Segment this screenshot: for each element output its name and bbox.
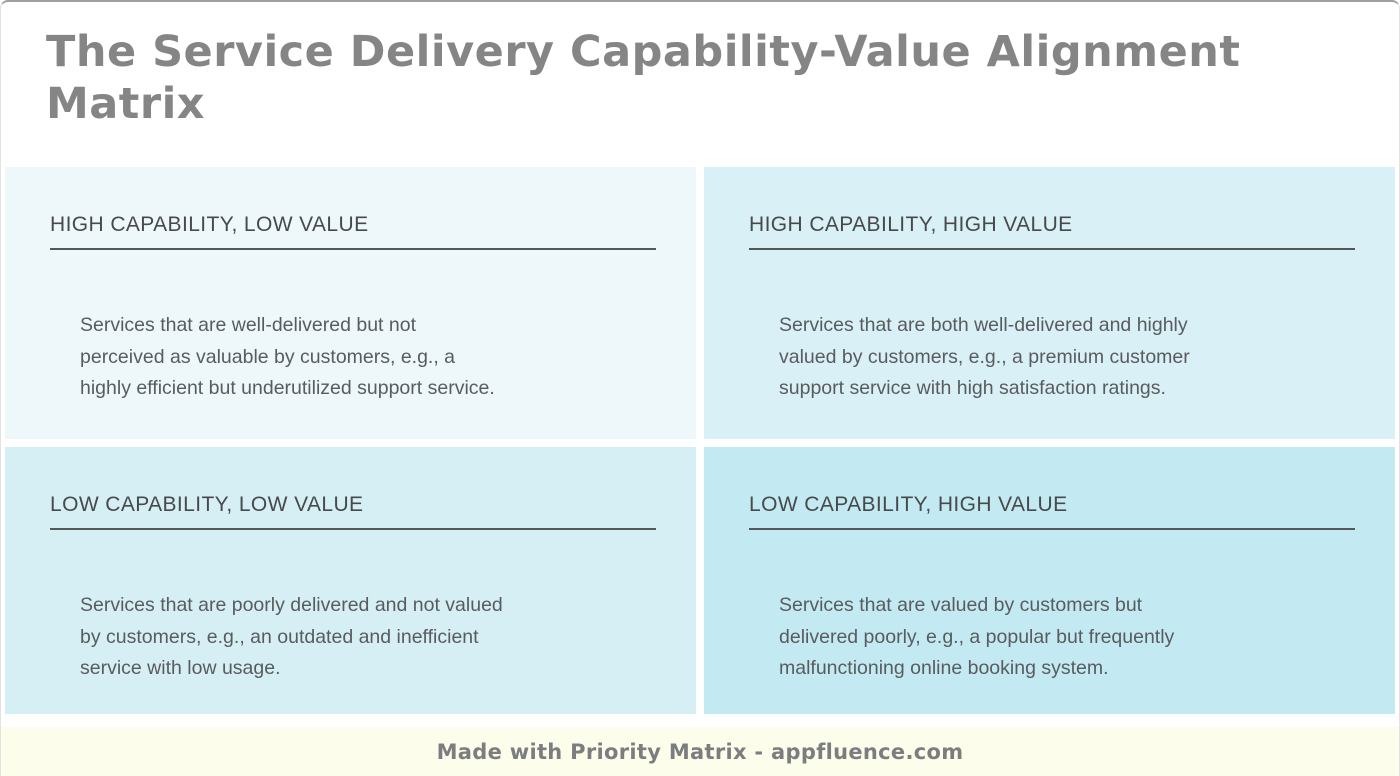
quadrant-low-capability-low-value: LOW CAPABILITY, LOW VALUE Services that … <box>5 447 696 714</box>
quadrant-grid: HIGH CAPABILITY, LOW VALUE Services that… <box>1 167 1399 714</box>
quadrant-title-underline <box>50 528 656 530</box>
quadrant-title-underline <box>749 528 1355 530</box>
quadrant-description: Services that are poorly delivered and n… <box>80 594 503 680</box>
quadrant-title-underline <box>50 248 656 250</box>
page-title: The Service Delivery Capability-Value Al… <box>46 27 1241 130</box>
quadrant-description: Services that are valued by customers bu… <box>779 594 1175 680</box>
quadrant-description: Services that are both well-delivered an… <box>779 314 1190 400</box>
quadrant-high-capability-high-value: HIGH CAPABILITY, HIGH VALUE Services tha… <box>704 167 1395 439</box>
quadrant-high-capability-low-value: HIGH CAPABILITY, LOW VALUE Services that… <box>5 167 696 439</box>
quadrant-title: HIGH CAPABILITY, HIGH VALUE <box>749 213 1073 236</box>
quadrant-title-underline <box>749 248 1355 250</box>
quadrant-title: HIGH CAPABILITY, LOW VALUE <box>50 213 369 236</box>
quadrant-title: LOW CAPABILITY, LOW VALUE <box>50 493 364 516</box>
footer-banner: Made with Priority Matrix - appfluence.c… <box>1 727 1399 776</box>
page-header: The Service Delivery Capability-Value Al… <box>1 2 1399 167</box>
footer-credit: Made with Priority Matrix - appfluence.c… <box>436 739 964 764</box>
quadrant-title: LOW CAPABILITY, HIGH VALUE <box>749 493 1068 516</box>
quadrant-description: Services that are well-delivered but not… <box>80 314 495 400</box>
quadrant-low-capability-high-value: LOW CAPABILITY, HIGH VALUE Services that… <box>704 447 1395 714</box>
